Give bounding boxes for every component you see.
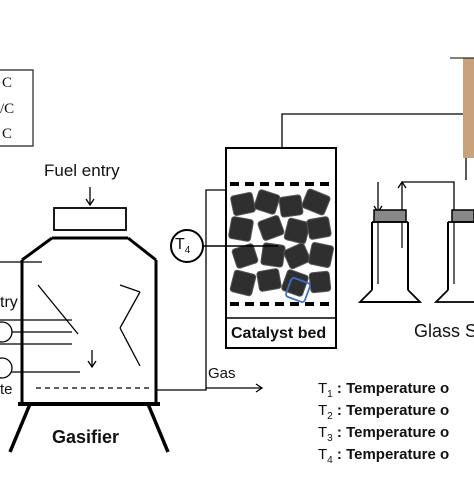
wall-column <box>463 58 474 158</box>
thermocouple-label: T4 <box>175 236 191 257</box>
glass-label: Glass S <box>414 321 474 341</box>
legend-row-t4: T4 : Temperature o <box>318 446 450 466</box>
fuel-entry-arrow <box>85 187 95 207</box>
left-legend-line-2: /C <box>0 101 15 117</box>
gasifier-body <box>18 236 160 406</box>
glass-bottle-2 <box>433 209 474 303</box>
catalyst-bed-label: Catalyst bed <box>231 325 327 342</box>
left-legend-line-1: C <box>2 75 13 91</box>
legend-row-t3: T3 : Temperature o <box>318 424 450 444</box>
gasifier-ports <box>0 321 13 379</box>
highlighted-pellet <box>285 277 311 303</box>
left-legend-box <box>0 69 34 147</box>
fuel-entry-label: Fuel entry <box>44 161 120 180</box>
left-legend-line-3: C <box>2 126 13 142</box>
glass-bottle-1 <box>357 209 423 303</box>
entry-label-cut: try <box>0 294 18 311</box>
gasifier-label: Gasifier <box>52 427 120 447</box>
te-label-cut: te <box>0 381 13 398</box>
legend-row-t1: T1 : Temperature o <box>318 380 450 400</box>
fuel-hopper <box>53 207 127 231</box>
legend-row-t2: T2 : Temperature o <box>318 402 450 422</box>
gas-label: Gas <box>208 365 236 382</box>
gasifier-legs <box>8 403 170 453</box>
gas-line <box>156 189 264 393</box>
thermocouple-circle <box>170 229 204 263</box>
